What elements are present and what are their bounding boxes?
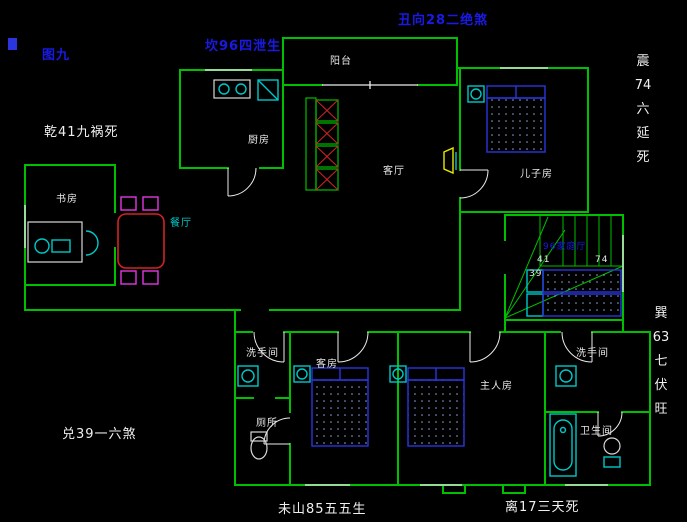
- room-label-living: 客厅: [383, 166, 405, 177]
- room-label-guest: 客房: [316, 359, 338, 370]
- room-label-bathroom: 卫生间: [580, 426, 613, 437]
- kitchen-appliances: [213, 79, 279, 101]
- room-label-son: 儿子房: [520, 169, 553, 180]
- label-xun-line: 七: [654, 354, 668, 369]
- room-label-study: 书房: [56, 194, 78, 205]
- label-chou-facing: 丑向28二绝煞: [398, 13, 489, 28]
- label-xun-line: 伏: [654, 378, 668, 393]
- stair-number: 41: [537, 255, 551, 265]
- label-li: 离17三天死: [505, 500, 580, 515]
- label-xun-vertical: 巽 63 七 伏 旺: [646, 302, 676, 422]
- room-label-master: 主人房: [480, 381, 513, 392]
- label-kan-north: 坎96四泄生: [205, 39, 282, 54]
- label-zhen-line: 死: [636, 150, 650, 165]
- beds-stair-room: [526, 269, 622, 317]
- room-label-wash-right: 洗手间: [576, 348, 609, 359]
- room-label-wash-left: 洗手间: [246, 348, 279, 359]
- doors: [227, 167, 623, 445]
- figure-label: 图九: [42, 48, 71, 63]
- label-zhen-line: 六: [636, 102, 650, 117]
- sofa: [305, 97, 339, 191]
- label-dui: 兑39一六煞: [62, 427, 137, 442]
- label-qian: 乾41九祸死: [44, 125, 119, 140]
- label-zhen-vertical: 震 74 六 延 死: [628, 50, 658, 170]
- stair-hall-label: 96家庭厅: [543, 242, 587, 252]
- room-label-kitchen: 厨房: [248, 135, 270, 146]
- label-xun-line: 63: [652, 330, 670, 345]
- label-zhen-line: 震: [636, 54, 650, 69]
- stair-number: 39: [529, 269, 543, 279]
- study-furniture: [27, 221, 99, 263]
- bed-master: [389, 365, 465, 447]
- room-label-balcony: 阳台: [330, 56, 352, 67]
- label-zhen-line: 74: [634, 78, 652, 93]
- corner-mark: [8, 38, 17, 50]
- tv: [443, 146, 457, 175]
- dining-set: [117, 196, 165, 285]
- bed-son: [467, 85, 546, 153]
- label-wei-mountain: 未山85五五生: [278, 502, 367, 517]
- bed-guest: [293, 365, 369, 447]
- label-xun-line: 旺: [654, 402, 668, 417]
- windows: [24, 67, 624, 486]
- stair-number: 74: [595, 255, 609, 265]
- label-zhen-line: 延: [636, 126, 650, 141]
- label-xun-line: 巽: [654, 306, 668, 321]
- room-label-toilet: 厕所: [256, 418, 278, 429]
- room-label-dining: 餐厅: [170, 218, 192, 229]
- bathroom-fixtures: [237, 365, 621, 477]
